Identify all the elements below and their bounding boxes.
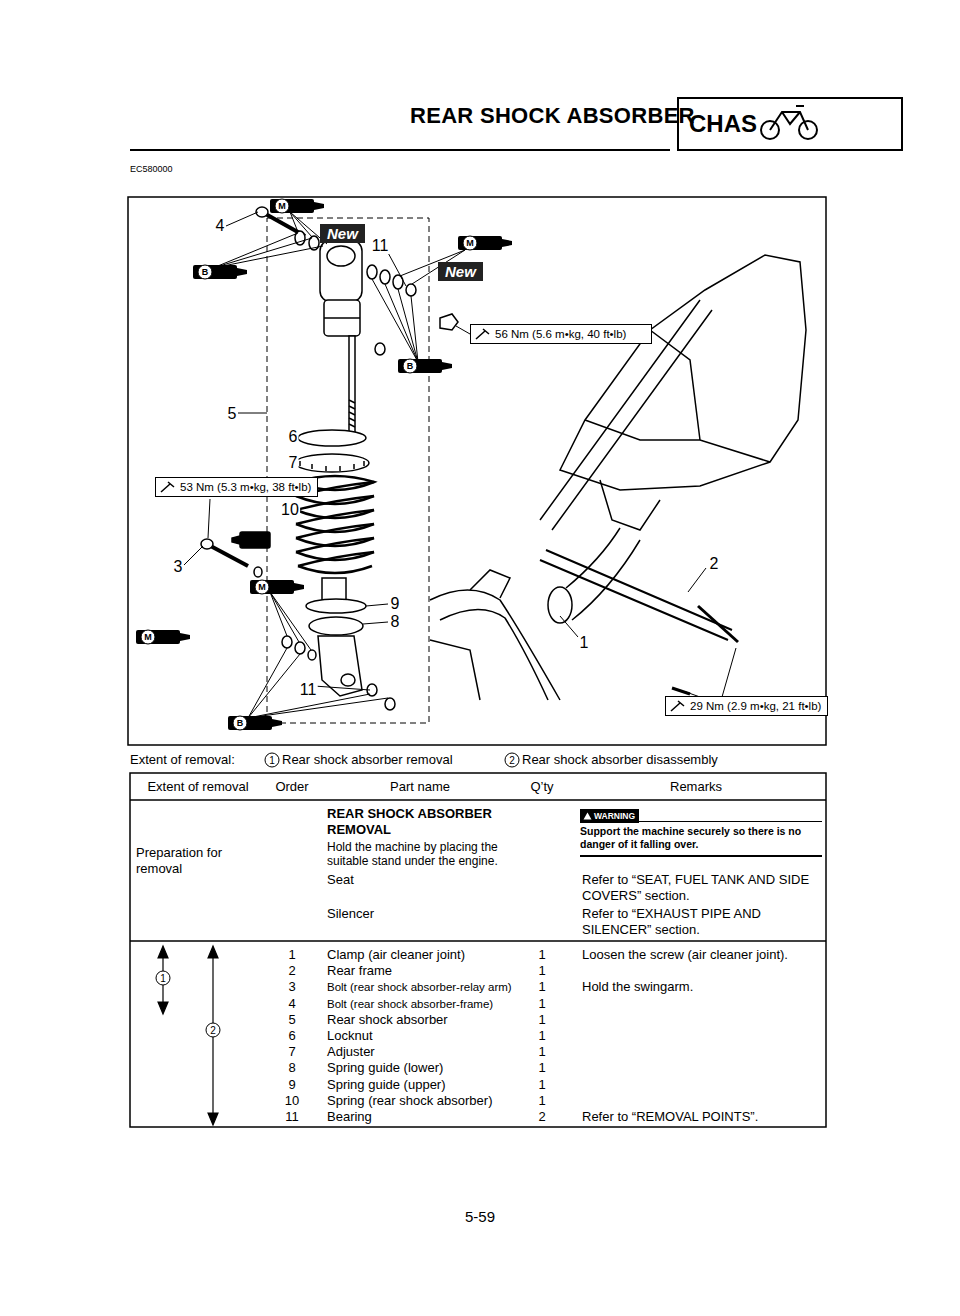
- table-cell: Rear shock absorber: [327, 1012, 448, 1028]
- table-header: Extent of removal: [147, 779, 248, 795]
- table-cell: 4: [288, 996, 295, 1012]
- table-cell: Bearing: [327, 1109, 372, 1125]
- grease-symbol-letter: B: [405, 361, 416, 372]
- callout-number: 1: [579, 635, 590, 651]
- table-header: Part name: [390, 779, 450, 795]
- torque-value: 53 Nm (5.3 m•kg, 38 ft•lb): [180, 481, 311, 493]
- new-part-badge: New: [438, 262, 483, 281]
- table-cell: 1: [538, 979, 545, 995]
- section-name: CHAS: [679, 99, 901, 149]
- table-cell: REAR SHOCK ABSORBER REMOVAL: [327, 806, 517, 838]
- table-cell: Refer to “EXHAUST PIPE AND SILENCER” sec…: [582, 906, 817, 938]
- table-cell: Locknut: [327, 1028, 373, 1044]
- table-cell: 1: [538, 1044, 545, 1060]
- table-cell: 1: [538, 947, 545, 963]
- table-cell: Adjuster: [327, 1044, 375, 1060]
- warning-header: WARNING: [580, 805, 822, 822]
- circled-number: 2: [206, 1023, 221, 1038]
- table-cell: Refer to “REMOVAL POINTS”.: [582, 1109, 758, 1125]
- callout-number: 10: [280, 502, 300, 518]
- table-cell: 3: [288, 979, 295, 995]
- new-part-badge: New: [320, 224, 365, 243]
- table-cell: 1: [538, 1077, 545, 1093]
- table-header: Q’ty: [530, 779, 553, 795]
- section-code: EC580000: [130, 164, 173, 175]
- callout-number: 8: [390, 614, 401, 630]
- grease-symbol-letter: M: [257, 582, 268, 593]
- grease-symbol-letter: B: [235, 718, 246, 729]
- callout-number: 5: [227, 406, 238, 422]
- section-tab: CHAS: [677, 97, 903, 151]
- table-cell: Loosen the screw (air cleaner joint).: [582, 947, 788, 963]
- wrench-icon: [160, 481, 176, 493]
- extent-heading: Extent of removal:: [130, 752, 235, 768]
- callout-number: 6: [288, 429, 299, 445]
- table-cell: 1: [538, 1060, 545, 1076]
- table-cell: 2: [538, 1109, 545, 1125]
- table-cell: Clamp (air cleaner joint): [327, 947, 465, 963]
- table-cell: Seat: [327, 872, 354, 888]
- callout-number: 9: [390, 596, 401, 612]
- table-cell: 6: [288, 1028, 295, 1044]
- table-cell: 1: [288, 947, 295, 963]
- table-header: Order: [275, 779, 308, 795]
- table-cell: 1: [538, 963, 545, 979]
- warning-text: Support the machine securely so there is…: [580, 822, 822, 857]
- wrench-icon: [670, 700, 686, 712]
- table-cell: Rear frame: [327, 963, 392, 979]
- table-cell: Silencer: [327, 906, 374, 922]
- table-cell: Spring guide (upper): [327, 1077, 446, 1093]
- table-cell: Spring (rear shock absorber): [327, 1093, 492, 1109]
- grease-symbol-letter: M: [465, 238, 476, 249]
- table-cell: Bolt (rear shock absorber-frame): [327, 996, 493, 1012]
- warning-box: WARNINGSupport the machine securely so t…: [580, 805, 822, 857]
- table-cell: 11: [285, 1109, 299, 1125]
- table-cell: Preparation for removal: [136, 845, 256, 876]
- table-cell: 10: [285, 1093, 299, 1109]
- grease-symbol-letter: M: [277, 201, 288, 212]
- extent-description: Rear shock absorber disassembly: [522, 752, 718, 768]
- page-title: REAR SHOCK ABSORBER: [410, 103, 695, 129]
- badge-text: New: [327, 225, 358, 242]
- circled-number: 1: [265, 753, 280, 768]
- table-cell: Refer to “SEAT, FUEL TANK AND SIDE COVER…: [582, 872, 817, 904]
- callout-number: 11: [299, 682, 318, 698]
- callout-number: 4: [215, 218, 226, 234]
- torque-box: 53 Nm (5.3 m•kg, 38 ft•lb): [155, 477, 318, 497]
- table-cell: 1: [538, 1028, 545, 1044]
- torque-value: 29 Nm (2.9 m•kg, 21 ft•lb): [690, 700, 821, 712]
- grease-symbol-letter: B: [200, 267, 211, 278]
- table-cell: 8: [288, 1060, 295, 1076]
- page-number: 5-59: [465, 1208, 495, 1226]
- table-cell: 9: [288, 1077, 295, 1093]
- table-cell: 7: [288, 1044, 295, 1060]
- badge-text: New: [445, 263, 476, 280]
- warning-icon: [583, 812, 592, 820]
- table-cell: 1: [538, 996, 545, 1012]
- callout-number: 2: [709, 556, 720, 572]
- table-cell: 2: [288, 963, 295, 979]
- table-cell: Hold the swingarm.: [582, 979, 693, 995]
- circled-number: 2: [505, 753, 520, 768]
- warning-badge: WARNING: [580, 809, 639, 823]
- grease-symbol-letter: M: [143, 632, 154, 643]
- callout-number: 11: [371, 238, 390, 254]
- torque-value: 56 Nm (5.6 m•kg, 40 ft•lb): [495, 328, 645, 340]
- table-cell: Hold the machine by placing the suitable…: [327, 840, 522, 868]
- callout-number: 3: [173, 559, 184, 575]
- table-cell: 1: [538, 1012, 545, 1028]
- circled-number: 1: [156, 971, 171, 986]
- table-cell: 5: [288, 1012, 295, 1028]
- torque-box: 29 Nm (2.9 m•kg, 21 ft•lb): [665, 696, 828, 716]
- table-cell: Spring guide (lower): [327, 1060, 443, 1076]
- extent-description: Rear shock absorber removal: [282, 752, 453, 768]
- table-cell: 1: [538, 1093, 545, 1109]
- wrench-icon: [475, 328, 491, 340]
- table-header: Remarks: [670, 779, 722, 795]
- table-cell: Bolt (rear shock absorber-relay arm): [327, 979, 512, 995]
- callout-number: 7: [288, 455, 299, 471]
- torque-box: 56 Nm (5.6 m•kg, 40 ft•lb): [470, 324, 652, 344]
